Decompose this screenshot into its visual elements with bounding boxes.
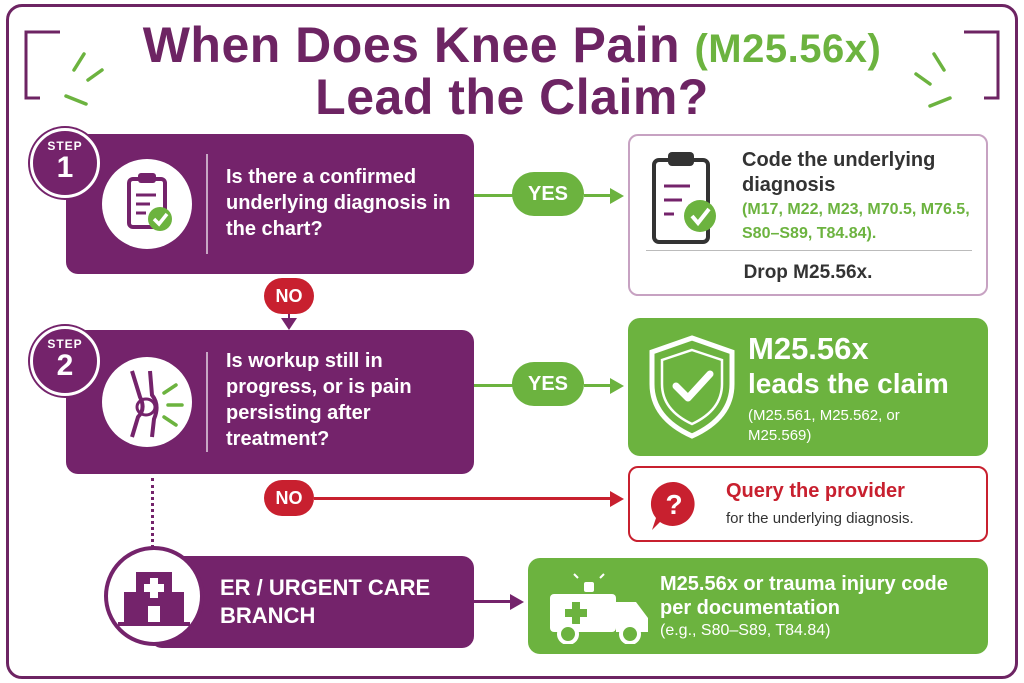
step1-no-connector: [288, 314, 290, 320]
step1-no-arrowhead: [281, 318, 297, 330]
knee-pain-icon: [130, 370, 184, 438]
er-branch-label: ER / URGENT CARE BRANCH: [220, 575, 431, 628]
step2-yes-heading-1: M25.56x: [748, 331, 869, 366]
page-title-line-1: When Does Knee Pain (M25.56x): [0, 14, 1024, 80]
clipboard-check-icon: [127, 173, 172, 231]
step1-yes-arrowhead: [610, 188, 624, 204]
step2-badge-number: 2: [56, 349, 74, 382]
step2-yes-heading-2: leads the claim: [748, 368, 949, 399]
er-line: [474, 600, 512, 603]
step2-yes-line-in: [474, 384, 514, 387]
step1-yes-line-out: [584, 194, 612, 197]
hospital-icon: [118, 572, 190, 626]
accent-lines-left: [64, 52, 104, 106]
step2-no-arrowhead: [610, 491, 624, 507]
step1-badge-number: 1: [56, 151, 74, 184]
step2-yes-arrowhead: [610, 378, 624, 394]
step1-question-box: Is there a confirmed underlying diagnosi…: [66, 134, 474, 274]
er-branch-box: ER / URGENT CARE BRANCH: [150, 556, 474, 648]
step2-divider: [206, 352, 208, 452]
er-dotted-connector: [151, 478, 154, 548]
step2-no-pill: NO: [264, 480, 314, 516]
title-code: (M25.56x): [694, 27, 882, 71]
step1-divider: [206, 154, 208, 254]
step1-result-codes: (M17, M22, M23, M70.5, M76.5, S80–S89, T…: [742, 201, 970, 242]
step2-yes-pill: YES: [512, 362, 584, 406]
step2-badge-label: STEP: [47, 337, 83, 351]
er-result-codes: (e.g., S80–S89, T84.84): [660, 622, 831, 639]
accent-lines-right: [914, 52, 952, 108]
step1-result-heading: Code the underlying diagnosis: [742, 149, 936, 196]
svg-text:?: ?: [665, 489, 682, 520]
knee-pain-icon-circle: [102, 357, 192, 447]
step1-yes-line-in: [474, 194, 514, 197]
shield-check-icon: [649, 335, 735, 439]
step2-question-box: Is workup still in progress, or is pain …: [66, 330, 474, 474]
step2-question: Is workup still in progress, or is pain …: [226, 350, 412, 450]
step1-result-note: Drop M25.56x.: [743, 262, 873, 283]
step2-yes-line-out: [584, 384, 612, 387]
step1-question: Is there a confirmed underlying diagnosi…: [226, 166, 451, 240]
hospital-icon-circle: [104, 546, 204, 646]
clipboard-check-icon: [652, 152, 716, 244]
page-title-line-2: Lead the Claim?: [315, 69, 709, 125]
ambulance-icon: [550, 573, 648, 644]
title-text: When Does Knee Pain: [142, 17, 695, 73]
step1-result-divider: [646, 250, 972, 251]
er-result-text: M25.56x or trauma injury code per docume…: [660, 573, 948, 619]
step2-yes-result-box: M25.56x leads the claim (M25.561, M25.56…: [628, 318, 988, 456]
er-result-box: M25.56x or trauma injury code per docume…: [528, 558, 988, 654]
step2-no-line: [314, 497, 612, 500]
step1-badge-label: STEP: [47, 139, 83, 153]
query-detail: for the underlying diagnosis.: [726, 510, 914, 527]
step1-yes-pill: YES: [512, 172, 584, 216]
query-provider-box: ? Query the provider for the underlying …: [628, 466, 988, 542]
step2-yes-codes: (M25.561, M25.562, or M25.569): [748, 407, 900, 444]
er-arrowhead: [510, 594, 524, 610]
corner-brackets: [24, 30, 1000, 108]
question-bubble-icon: ?: [650, 481, 695, 530]
step1-no-pill: NO: [264, 278, 314, 314]
step1-result-box: Code the underlying diagnosis (M17, M22,…: [628, 134, 988, 296]
outer-frame: [6, 4, 1018, 679]
query-heading: Query the provider: [726, 480, 905, 502]
step2-badge: STEP 2: [30, 326, 100, 396]
step1-badge: STEP 1: [30, 128, 100, 198]
clipboard-check-icon-circle: [102, 159, 192, 249]
